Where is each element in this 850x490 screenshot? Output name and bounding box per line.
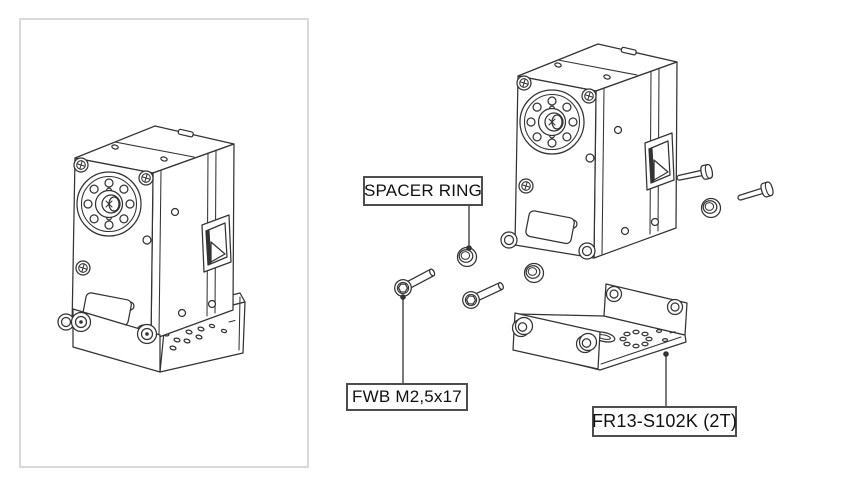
exploded-actuator: [501, 44, 775, 259]
frame-bracket: [511, 283, 688, 371]
loose-hardware: [391, 246, 545, 312]
bracket-back-flange: [603, 283, 688, 336]
assembled-unit: [58, 126, 246, 373]
callout-spacer-ring: SPACER RING: [363, 176, 483, 206]
spacer-ring-right: [700, 197, 722, 219]
fwb-bolt-left: [391, 263, 439, 300]
leader-lines: [400, 206, 669, 406]
spacer-ring-middle: [523, 262, 545, 284]
bolt-side-loose: [735, 180, 775, 206]
callout-fwb-bolt: FWB M2,5x17: [346, 383, 468, 411]
frame-hole-pattern: [162, 319, 236, 351]
callout-frame-part: FR13-S102K (2T): [592, 406, 737, 437]
fwb-bolt-right: [459, 277, 507, 312]
spacer-ring-labeled: [456, 246, 478, 268]
bracket-front-flange: [511, 312, 601, 370]
assembled-actuator: [58, 126, 234, 341]
assembled-view-panel: [19, 18, 309, 468]
bolt-side-installed: [675, 163, 715, 186]
assembled-frame-flange: [70, 308, 161, 373]
